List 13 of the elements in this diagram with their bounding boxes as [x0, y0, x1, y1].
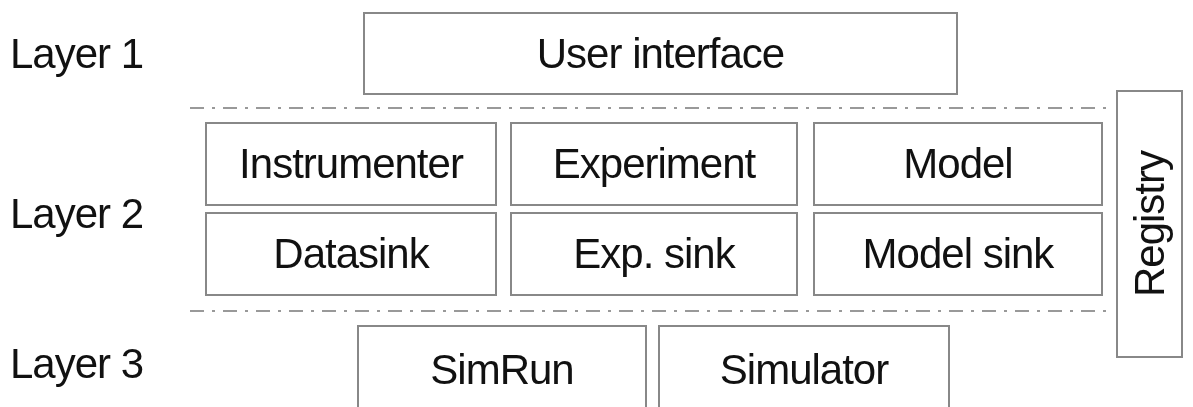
- component-box: Model: [813, 122, 1103, 206]
- component-box: Experiment: [510, 122, 798, 206]
- component-box: Simulator: [658, 325, 950, 407]
- layer-label: Layer 3: [10, 340, 144, 388]
- component-box: Model sink: [813, 212, 1103, 296]
- component-box: Instrumenter: [205, 122, 497, 206]
- component-box: Registry: [1116, 90, 1183, 358]
- layer-label: Layer 2: [10, 190, 144, 238]
- layer-label: Layer 1: [10, 30, 144, 78]
- component-box: Datasink: [205, 212, 497, 296]
- component-box: SimRun: [357, 325, 647, 407]
- component-box: User interface: [363, 12, 958, 95]
- component-box: Exp. sink: [510, 212, 798, 296]
